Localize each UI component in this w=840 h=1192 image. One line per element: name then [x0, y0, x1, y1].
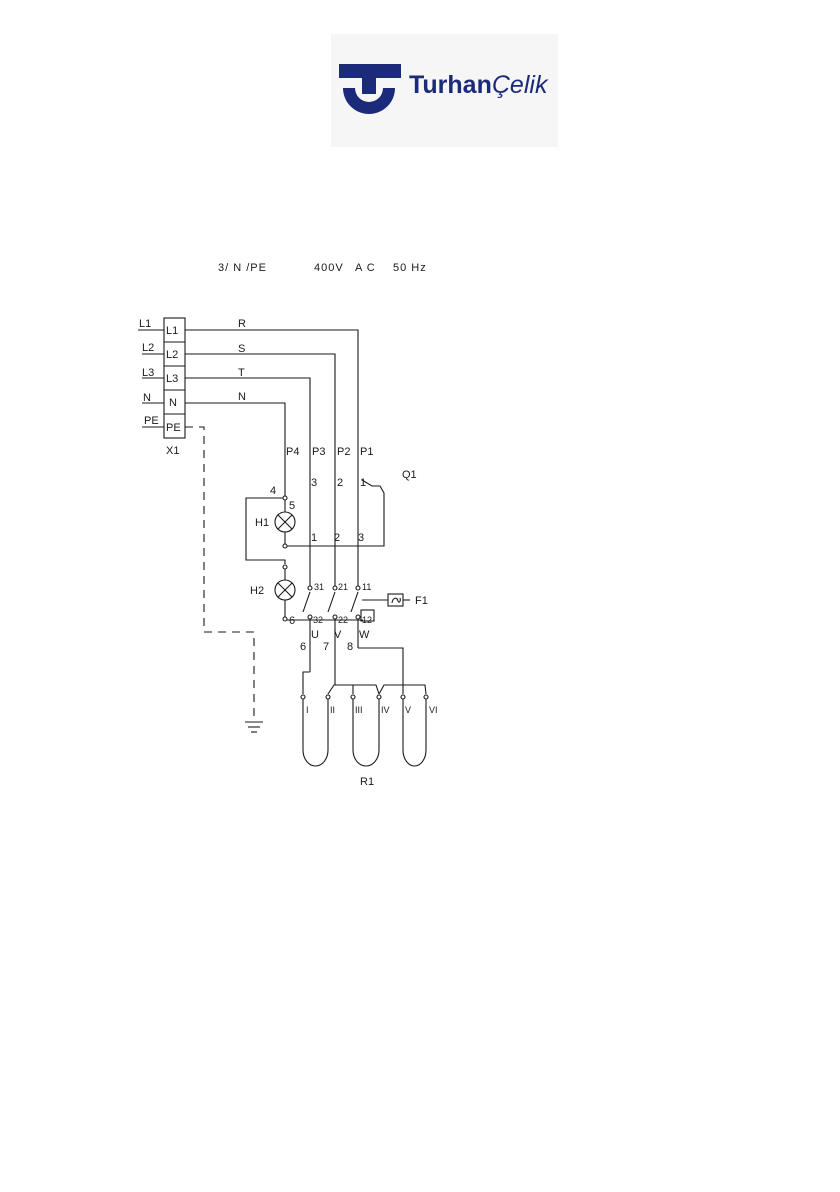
- phase-v-label: V: [334, 629, 342, 641]
- heater-terminal-v: V: [405, 705, 411, 715]
- f1-contact-22: 22: [338, 615, 348, 625]
- f1-contact-21: 21: [338, 582, 348, 592]
- terminal-l2-label: L2: [166, 349, 178, 361]
- incoming-n-label: N: [143, 392, 151, 404]
- terminal-n-label: N: [169, 397, 177, 409]
- heater-r1-label: R1: [360, 776, 374, 788]
- phase-w-label: W: [359, 629, 370, 641]
- lamp-h1-branch: [246, 496, 295, 564]
- heater-terminal-iv: IV: [381, 705, 390, 715]
- wire-n-label: N: [238, 391, 246, 403]
- lamp-h2-label: H2: [250, 585, 264, 597]
- terminal-l3-label: L3: [166, 373, 178, 385]
- terminal-block-name: X1: [166, 445, 179, 457]
- q1-contact-top-1: 1: [360, 477, 366, 489]
- q1-contact-top-3: 3: [311, 477, 317, 489]
- terminal-l1-label: L1: [166, 325, 178, 337]
- wire-number-8: 8: [347, 641, 353, 653]
- heater-terminal-iii: III: [355, 705, 363, 715]
- terminal-pe-label: PE: [166, 422, 181, 434]
- f1-contact-31: 31: [314, 582, 324, 592]
- lamp-h1-label: H1: [255, 517, 269, 529]
- q1-contact-bottom-2: 2: [334, 532, 340, 544]
- q1-contact-top-2: 2: [337, 477, 343, 489]
- wire-s-label: S: [238, 343, 245, 355]
- heater-terminal-ii: II: [330, 705, 335, 715]
- wire-t-label: T: [238, 367, 245, 379]
- wire-number-6: 6: [300, 641, 306, 653]
- thermostat-f1-label: F1: [415, 595, 428, 607]
- heater-terminal-i: I: [306, 705, 309, 715]
- earth-conductor: [185, 427, 263, 732]
- heater-terminal-vi: VI: [429, 705, 438, 715]
- conductor-p3-label: P3: [312, 446, 325, 458]
- incoming-l2-label: L2: [142, 342, 154, 354]
- q1-node-4: 4: [270, 485, 276, 497]
- conductor-p2-label: P2: [337, 446, 350, 458]
- f1-contact-32: 32: [313, 615, 323, 625]
- incoming-l1-label: L1: [139, 318, 151, 330]
- phase-u-label: U: [311, 629, 319, 641]
- thermostat-contacts: [303, 586, 410, 685]
- f1-contact-11: 11: [362, 582, 371, 592]
- wire-r-label: R: [238, 318, 246, 330]
- f1-contact-12: 12: [362, 615, 372, 625]
- heater-connections: [303, 648, 426, 694]
- switch-q1-label: Q1: [402, 469, 417, 481]
- q1-contact-bottom-3: 3: [358, 532, 364, 544]
- q1-node-5: 5: [289, 500, 295, 512]
- conductor-p1-label: P1: [360, 446, 373, 458]
- conductor-p4-label: P4: [286, 446, 299, 458]
- supply-wires: [185, 330, 358, 586]
- q1-contact-bottom-1: 1: [311, 532, 317, 544]
- incoming-pe-label: PE: [144, 415, 159, 427]
- wire-number-7: 7: [323, 641, 329, 653]
- incoming-l3-label: L3: [142, 367, 154, 379]
- lamp-node-6: 6: [289, 615, 295, 627]
- lamp-h2-branch: [275, 565, 363, 621]
